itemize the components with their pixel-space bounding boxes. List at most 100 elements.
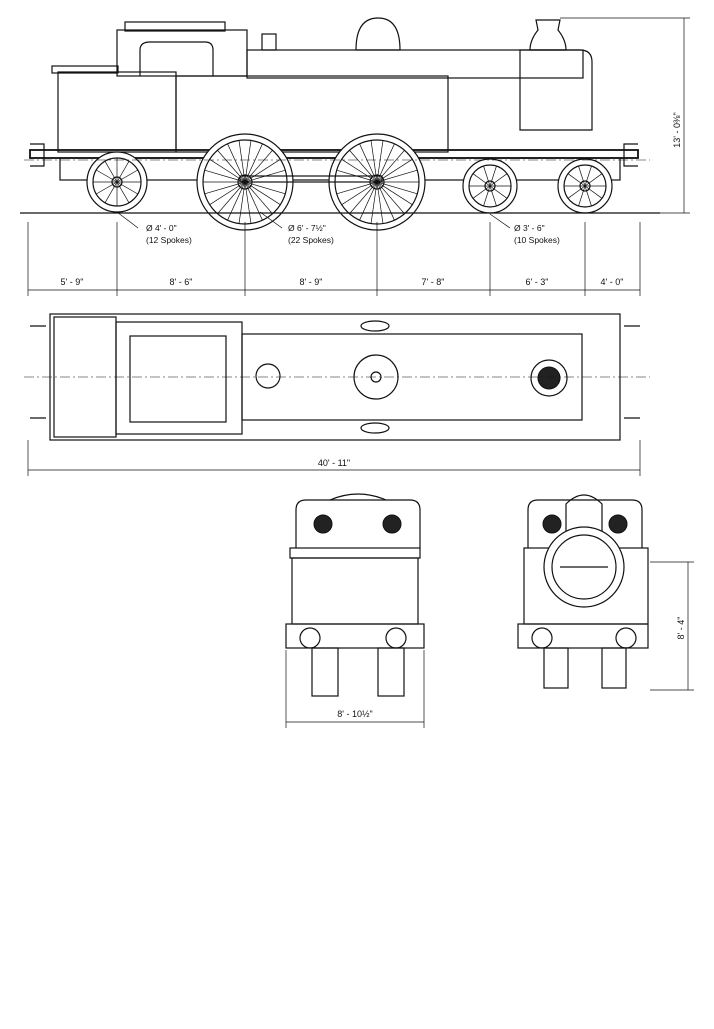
trailing-wheel-spokes: (12 Spokes) <box>146 235 192 245</box>
plan-filler-right <box>360 422 390 434</box>
plan-rear-buffers <box>30 325 46 419</box>
spacing-6: 4' - 0" <box>601 277 624 287</box>
overall-length-dimension: 40' - 11" <box>318 458 350 468</box>
spoke <box>376 181 395 221</box>
front-chimney <box>565 494 603 540</box>
spoke <box>376 140 384 183</box>
spoke <box>244 181 286 195</box>
spoke <box>376 181 405 214</box>
leader-bogie <box>489 213 511 229</box>
spoke <box>341 181 378 206</box>
spoke <box>244 140 252 183</box>
plan-safety-valve <box>255 363 281 389</box>
spoke <box>116 161 130 183</box>
spoke <box>227 181 246 221</box>
dome <box>355 17 401 51</box>
spoke <box>238 140 246 183</box>
rear-wheel-right <box>377 647 405 697</box>
front-wheel-right <box>601 647 627 689</box>
rear-window-left <box>313 514 333 534</box>
safety-valve <box>261 33 277 51</box>
spoke <box>244 150 273 183</box>
spoke <box>204 181 246 195</box>
spoke <box>376 169 418 183</box>
rear-buffer-left <box>299 627 321 649</box>
leader-driving <box>259 211 283 229</box>
spoke <box>370 140 378 183</box>
spoke <box>578 165 586 187</box>
front-view: 8' - 4" <box>517 494 694 691</box>
front-cab-outline <box>527 499 643 548</box>
front-window-left <box>542 514 562 534</box>
rear-buffer-beam <box>285 623 425 649</box>
spoke <box>483 185 491 207</box>
spoke <box>336 181 378 195</box>
spoke <box>209 181 246 206</box>
spoke <box>244 181 281 206</box>
side-height-dimension: 13' - 0⅜" <box>672 112 682 147</box>
spoke <box>584 165 592 187</box>
chimney <box>529 19 567 51</box>
rear-buffer-right <box>385 627 407 649</box>
spoke <box>116 181 130 203</box>
rear-width-dimension: 8' - 10½" <box>337 709 372 719</box>
spoke <box>472 173 491 187</box>
plan-view: 40' - 11" <box>24 313 650 476</box>
spacing-5: 6' - 3" <box>526 277 549 287</box>
spacing-ticks <box>27 222 641 296</box>
spoke <box>96 181 118 195</box>
plan-cab-roof <box>129 335 227 423</box>
spoke <box>376 181 384 224</box>
spoke <box>489 185 508 199</box>
spoke <box>359 181 378 221</box>
rear-wheel-left <box>311 647 339 697</box>
trailing-wheel-diameter: Ø 4' - 0" <box>146 223 177 233</box>
spoke <box>489 185 497 207</box>
spoke <box>96 169 118 183</box>
cab <box>116 29 248 77</box>
plan-chimney <box>530 359 568 397</box>
spoke <box>244 181 273 214</box>
front-buffer-left <box>531 627 553 649</box>
spoke <box>341 158 378 183</box>
boiler <box>246 49 584 79</box>
front-window-right <box>608 514 628 534</box>
spoke <box>209 158 246 183</box>
side-view: 13' - 0⅜" Ø 4' - 0" (12 Spokes) Ø 6' - 7… <box>20 17 690 296</box>
side-tank <box>175 75 449 153</box>
coal-bunker <box>57 71 177 153</box>
bogie-wheel-diameter: Ø 3' - 6" <box>514 223 545 233</box>
cab-window <box>139 41 214 76</box>
spoke <box>483 165 491 187</box>
plan-cab <box>115 321 243 435</box>
spoke <box>567 173 586 187</box>
spoke <box>489 173 508 187</box>
spoke <box>217 181 246 214</box>
spoke <box>472 185 491 199</box>
spoke <box>116 169 138 183</box>
spoke <box>489 165 497 187</box>
spoke <box>104 181 118 203</box>
spacing-2: 8' - 6" <box>170 277 193 287</box>
spoke <box>584 185 592 207</box>
front-wheel-left <box>543 647 569 689</box>
rear-coping <box>289 547 421 559</box>
rear-view: 8' - 10½" <box>285 493 425 728</box>
spacing-1: 5' - 9" <box>61 277 84 287</box>
smokebox <box>519 49 593 131</box>
front-buffer-beam <box>517 623 649 649</box>
spoke <box>376 181 418 195</box>
plan-filler-left <box>360 320 390 332</box>
spoke <box>244 181 263 221</box>
rear-bunker <box>291 557 419 625</box>
spoke <box>376 181 413 206</box>
cab-roof <box>124 21 226 32</box>
spacing-4: 7' - 8" <box>422 277 445 287</box>
spoke <box>370 181 378 224</box>
spoke <box>244 158 281 183</box>
plan-front-buffers <box>624 325 640 419</box>
rear-cab-roof <box>329 493 387 501</box>
coupling-rod <box>239 175 383 183</box>
bogie-wheel-spokes: (10 Spokes) <box>514 235 560 245</box>
